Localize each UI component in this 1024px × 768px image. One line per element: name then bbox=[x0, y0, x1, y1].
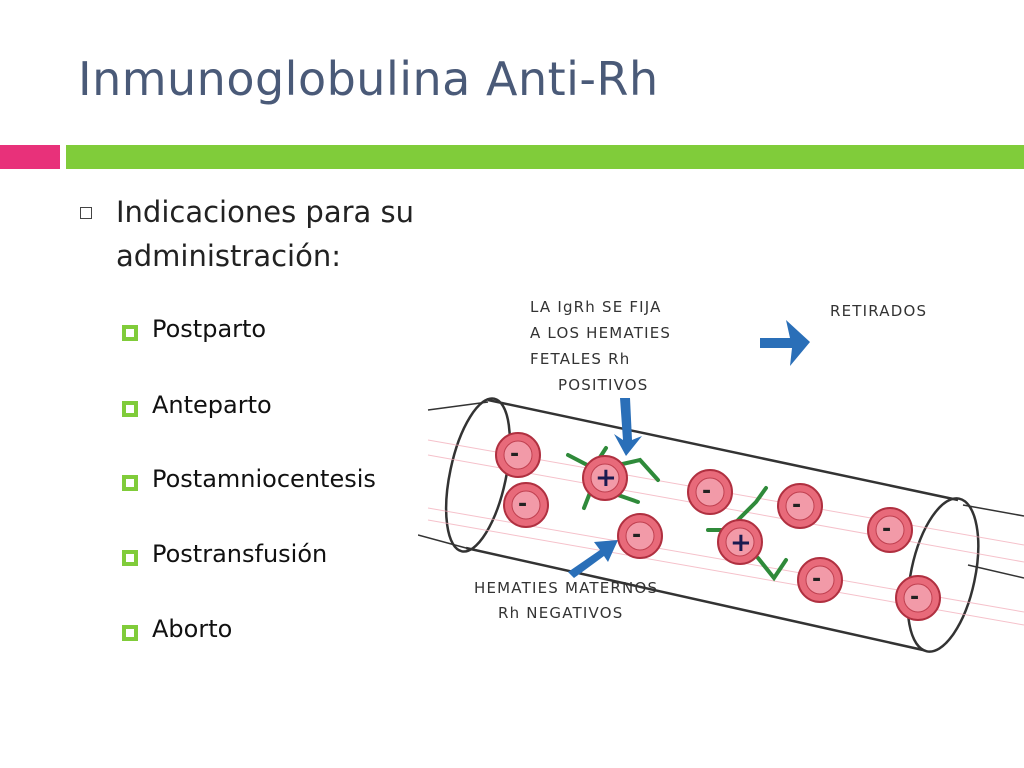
cell-negative: - bbox=[503, 482, 549, 528]
green-square-bullet-icon bbox=[122, 401, 138, 417]
green-square-bullet-icon bbox=[122, 550, 138, 566]
svg-text:-: - bbox=[510, 442, 519, 467]
list-item-label: Aborto bbox=[152, 615, 233, 643]
list-item-label: Postparto bbox=[152, 315, 267, 343]
label-fetal-line3: FETALES Rh bbox=[530, 350, 630, 368]
slide-title: Inmunoglobulina Anti-Rh bbox=[78, 52, 659, 106]
green-square-bullet-icon bbox=[122, 475, 138, 491]
svg-text:-: - bbox=[910, 585, 919, 610]
cell-negative: - bbox=[687, 469, 733, 515]
green-square-bullet-icon bbox=[122, 625, 138, 641]
cell-negative: - bbox=[797, 557, 843, 603]
svg-text:+: + bbox=[730, 528, 752, 558]
svg-text:-: - bbox=[702, 479, 711, 504]
cell-negative: - bbox=[867, 507, 913, 553]
label-fetal-line4: POSITIVOS bbox=[558, 376, 649, 394]
cell-negative: - bbox=[777, 483, 823, 529]
label-maternal-line1: HEMATIES MATERNOS bbox=[474, 579, 658, 597]
blood-vessel-illustration: LA IgRh SE FIJA A LOS HEMATIES FETALES R… bbox=[418, 298, 1024, 653]
list-item-label: Anteparto bbox=[152, 391, 272, 419]
main-bullet: Indicaciones para su administración: bbox=[78, 190, 478, 278]
red-blood-cells: - - + - - + - bbox=[495, 432, 941, 621]
svg-text:-: - bbox=[812, 567, 821, 592]
label-fetal-line2: A LOS HEMATIES bbox=[530, 324, 671, 342]
svg-text:+: + bbox=[595, 463, 617, 493]
green-accent-bar bbox=[66, 145, 1024, 169]
svg-text:-: - bbox=[792, 493, 801, 518]
hollow-square-bullet-icon bbox=[80, 207, 92, 219]
cell-negative: - bbox=[895, 575, 941, 621]
arrow-right-icon bbox=[760, 320, 810, 366]
arrow-up-right-icon bbox=[568, 540, 618, 578]
label-maternal-line2: Rh NEGATIVOS bbox=[498, 604, 623, 622]
label-removed: RETIRADOS bbox=[830, 302, 927, 320]
main-bullet-text: Indicaciones para su administración: bbox=[116, 195, 414, 273]
cell-positive: + bbox=[582, 455, 628, 501]
vessel-tube bbox=[418, 397, 1024, 653]
green-square-bullet-icon bbox=[122, 325, 138, 341]
cell-positive: + bbox=[717, 519, 763, 565]
svg-text:-: - bbox=[882, 517, 891, 542]
svg-text:-: - bbox=[518, 492, 527, 517]
pink-accent-bar bbox=[0, 145, 60, 169]
cell-negative: - bbox=[617, 513, 663, 559]
svg-text:-: - bbox=[632, 523, 641, 548]
cell-negative: - bbox=[495, 432, 541, 478]
label-fetal-line1: LA IgRh SE FIJA bbox=[530, 298, 662, 316]
list-item-label: Postamniocentesis bbox=[152, 465, 376, 493]
list-item-label: Postransfusión bbox=[152, 540, 328, 568]
arrow-down-icon bbox=[614, 398, 642, 456]
